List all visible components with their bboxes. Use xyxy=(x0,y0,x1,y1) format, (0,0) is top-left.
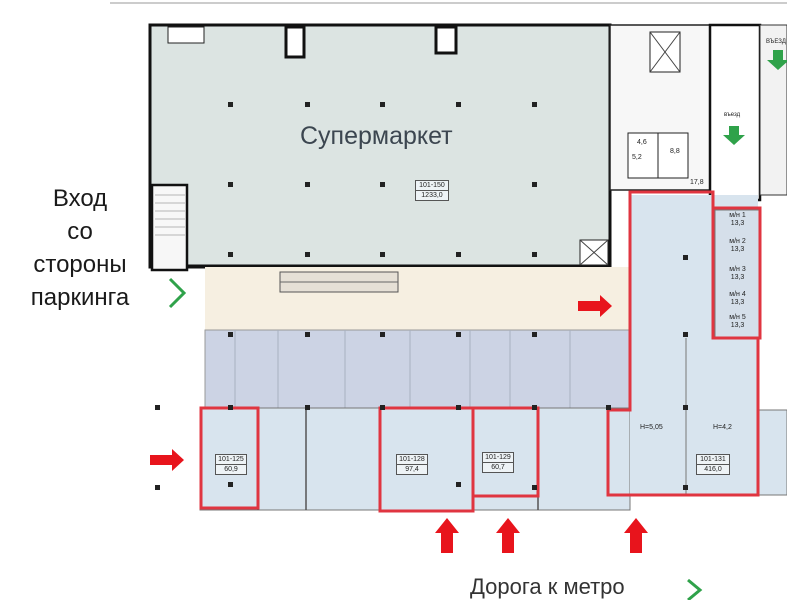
arrow-down-icon xyxy=(767,50,787,70)
room-area-label: 5,2 xyxy=(632,154,642,161)
height-label: H=5,05 xyxy=(640,424,663,431)
arrow-up-icon xyxy=(624,518,648,553)
room-area-label: 4,6 xyxy=(637,139,647,146)
chevron-right-icon xyxy=(168,277,187,309)
gallery-row xyxy=(204,329,631,409)
entry-ramp-label: въезд xyxy=(724,112,741,118)
supermarket-label: Супермаркет xyxy=(300,122,453,150)
arrow-down-icon xyxy=(723,126,745,145)
highlight-storage xyxy=(711,206,762,340)
highlight-101-129 xyxy=(471,406,540,498)
arrow-right-icon xyxy=(150,449,184,471)
arrow-right-icon xyxy=(578,295,612,317)
room-area-label: 17,8 xyxy=(690,179,704,186)
metro-road-label: Дорога к метро xyxy=(470,574,625,599)
room-area-label: 8,8 xyxy=(670,148,680,155)
arrow-up-icon xyxy=(435,518,459,553)
corridor xyxy=(205,267,630,330)
arrow-up-icon xyxy=(496,518,520,553)
chevron-right-icon xyxy=(687,578,703,600)
height-label: H=4,2 xyxy=(713,424,732,431)
exit-label: ВЪЕЗД xyxy=(766,39,786,45)
parking-entrance-label: Вход со стороны паркинга xyxy=(30,185,130,311)
